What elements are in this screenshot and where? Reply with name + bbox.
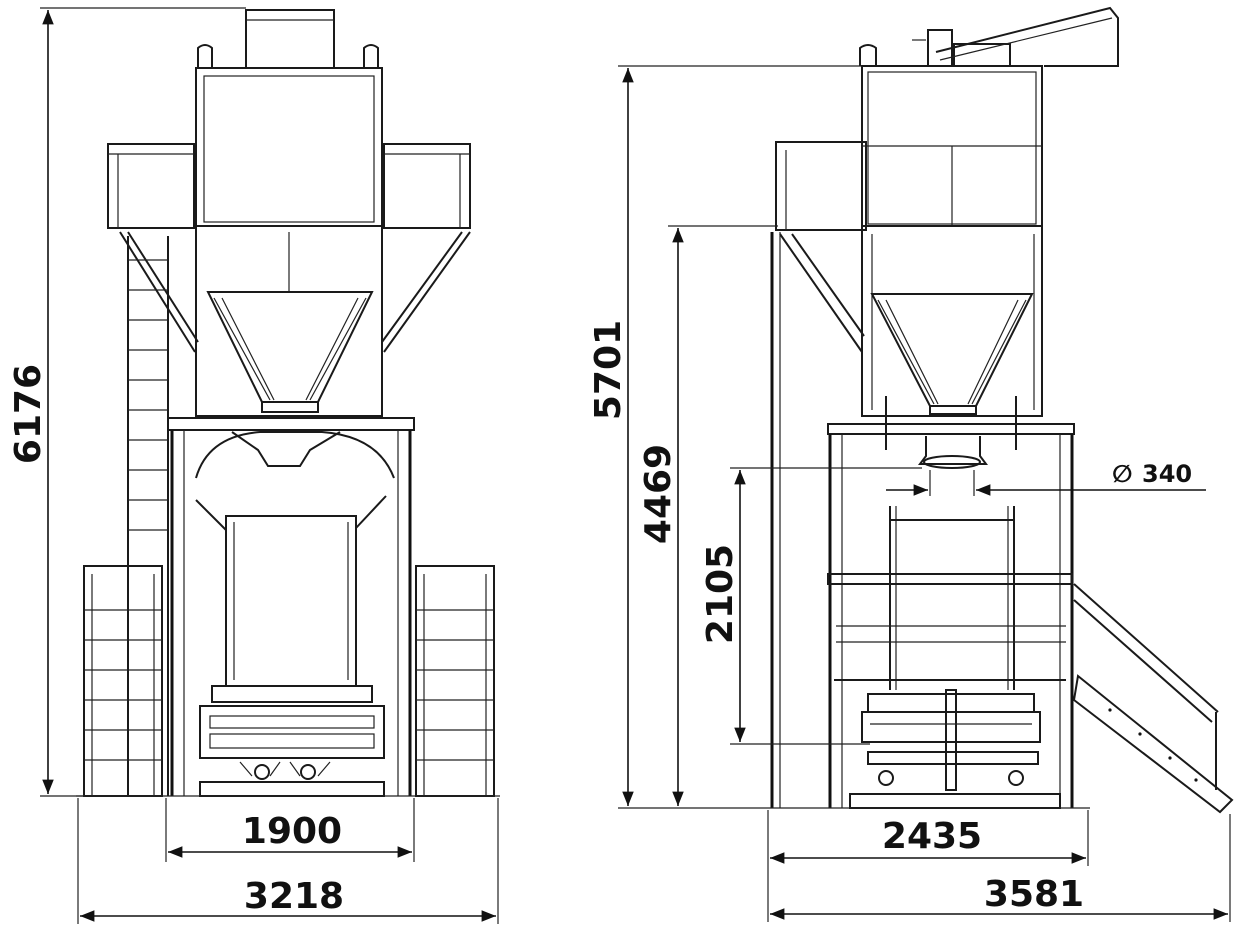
front-left-platform	[107, 143, 195, 229]
front-upper-hopper	[195, 67, 383, 227]
front-left-lower-platform	[83, 565, 163, 797]
dim-side-total-height: 5701	[588, 320, 629, 420]
front-hopper-housing	[195, 225, 383, 417]
side-view	[618, 6, 1234, 814]
dim-side-diameter-symbol: ∅	[1112, 460, 1133, 488]
dim-side-inner-width: 2435	[882, 816, 982, 857]
front-dimensions: 6176 1900 3218	[8, 7, 499, 924]
side-hopper-cone	[870, 293, 1034, 407]
side-pallet-table	[861, 711, 1041, 743]
side-guard-rail	[827, 573, 1073, 585]
front-bulk-bag	[225, 515, 357, 687]
front-right-lower-platform	[415, 565, 495, 797]
front-filter-box	[245, 9, 335, 69]
dim-front-total-width: 3218	[244, 876, 344, 917]
front-view	[76, 9, 500, 797]
dim-side-discharge-height: 2105	[700, 544, 741, 644]
front-top-beam	[167, 417, 415, 431]
dim-side-total-width: 3581	[984, 874, 1084, 915]
dim-front-inner-width: 1900	[242, 811, 342, 852]
front-hopper-cone	[206, 291, 374, 403]
dim-front-total-height: 6176	[8, 364, 49, 464]
front-right-platform	[383, 143, 471, 229]
side-top-beam	[827, 423, 1075, 435]
dim-side-platform-height: 4469	[638, 444, 679, 544]
side-dimensions: 5701 4469 2105 ∅ 340 2435 3581	[588, 65, 1231, 922]
side-hopper-housing	[861, 225, 1043, 417]
dim-side-outlet-diameter: 340	[1142, 460, 1192, 488]
side-stair	[1072, 583, 1234, 814]
front-stair	[127, 236, 169, 796]
side-platform	[775, 141, 867, 231]
front-pallet-table	[199, 705, 385, 759]
side-feed-conveyor	[935, 6, 1119, 67]
